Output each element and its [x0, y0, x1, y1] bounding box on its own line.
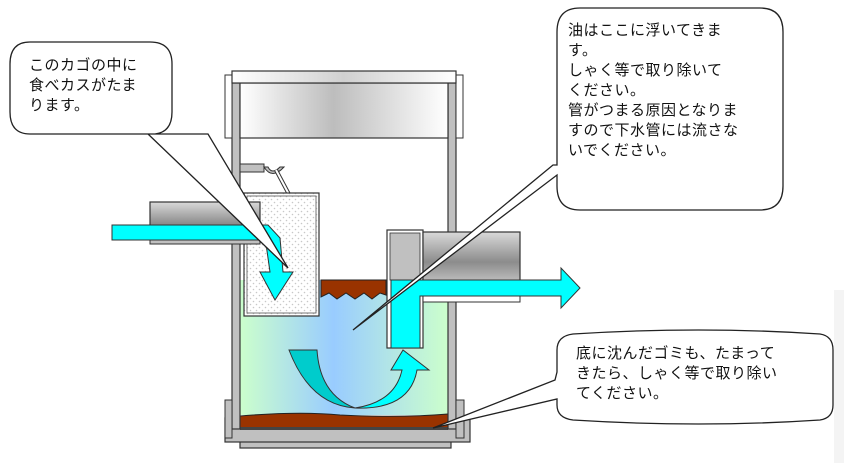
sediment-layer: [239, 412, 449, 429]
callout-basket-text: このカゴの中に 食べカスがたま ります。: [29, 56, 138, 114]
callout-sediment-text: 底に沈んだゴミも、たまって きたら、しゃく等で取り除い てください。: [576, 344, 778, 402]
tank-wall-left-outer: [224, 399, 233, 439]
callout-oil-text: 油はここに浮いてきま す。 しゃく等で取り除いて ください。 管がつまる原因とな…: [568, 21, 739, 159]
page-edge-shadow: [834, 290, 844, 463]
tank-wall-left: [231, 82, 241, 430]
inlet-flow-arrow: [111, 224, 294, 301]
tank-floor: [240, 427, 448, 430]
basket-bracket: [239, 163, 265, 173]
circulation-arrow-right: [354, 349, 431, 409]
lid-side-left: [224, 74, 233, 139]
lid-top: [231, 70, 457, 84]
callout-basket-bubble: [9, 41, 289, 269]
lid-side-right: [455, 74, 464, 139]
basket-inner-edge: [246, 195, 317, 314]
lid-panel: [239, 82, 449, 139]
oil-layer: [320, 279, 387, 300]
callout-oil-bubble: [352, 7, 784, 331]
basket-hook: [263, 166, 286, 174]
outlet-tee-top: [389, 232, 421, 281]
outlet-flow-arrow: [390, 266, 581, 349]
outlet-pipe-lip: [422, 295, 521, 303]
callout-sediment-bubble: [432, 329, 834, 429]
